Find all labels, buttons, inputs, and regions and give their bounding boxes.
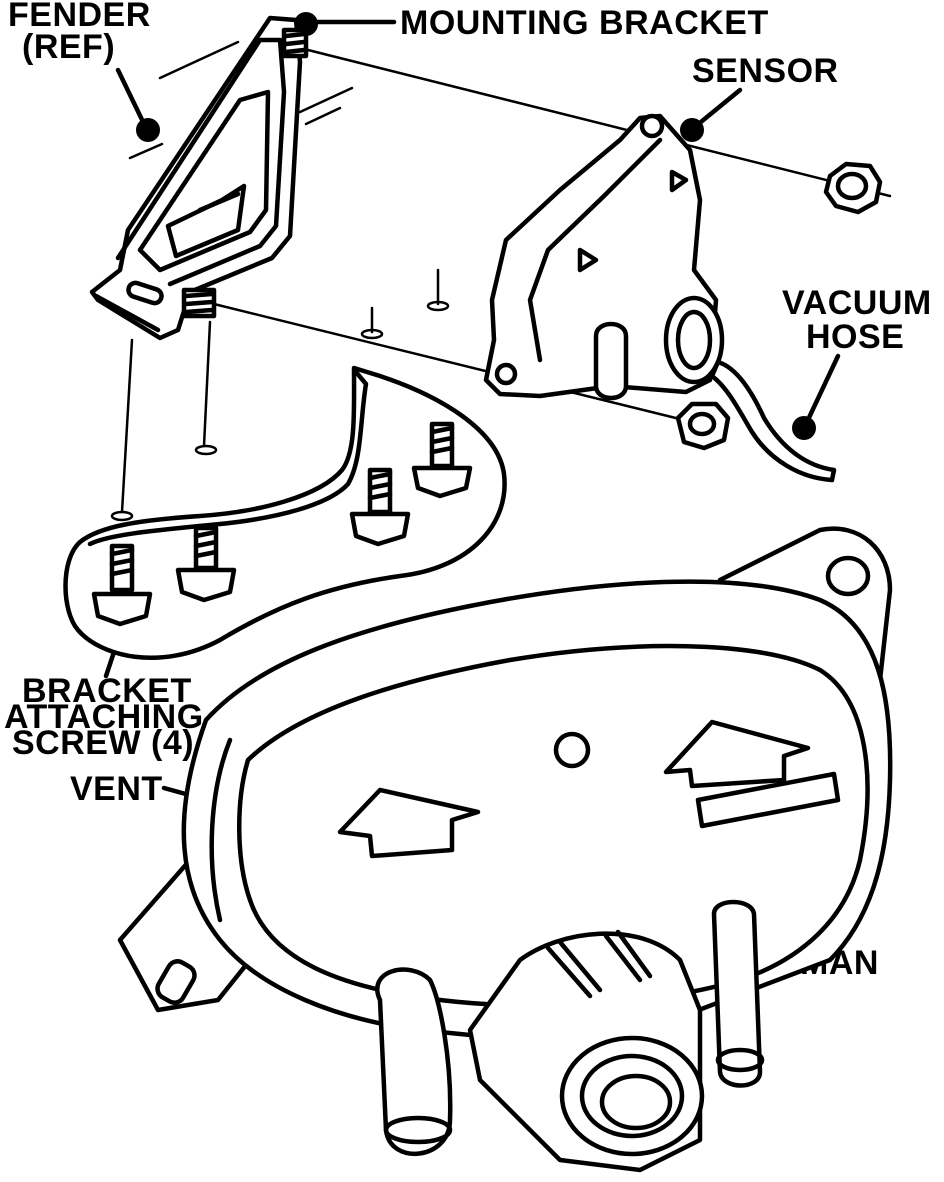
vacuum-hose	[709, 359, 837, 483]
label-vent: VENT	[70, 770, 163, 808]
main-housing	[117, 526, 893, 1173]
label-mounting-bracket: MOUNTING BRACKET	[400, 4, 769, 42]
leader-sensor	[693, 87, 743, 129]
label-sensor: SENSOR	[692, 52, 839, 90]
label-attaching: ATTACHING	[4, 698, 204, 736]
callout-labels: FENDER (REF) MOUNTING BRACKET SENSOR VAC…	[4, 0, 932, 982]
label-vacuum: VACUUM	[782, 284, 932, 322]
leader-fender	[115, 67, 149, 131]
sensor	[483, 113, 725, 401]
leader-vacuum-hose	[803, 353, 841, 427]
label-screw-count: SCREW (4)	[12, 724, 194, 762]
dot-fender	[136, 118, 160, 142]
alignment-lines	[110, 48, 892, 522]
screw-2	[349, 467, 411, 547]
man-slot	[695, 771, 841, 829]
bracket-studs	[181, 27, 309, 319]
label-bracket: BRACKET	[22, 672, 192, 710]
man-arrow	[663, 719, 811, 789]
label-hose: HOSE	[806, 318, 904, 356]
bracket-plate	[63, 365, 507, 661]
screw-4	[91, 543, 153, 627]
fender-reference-lines	[128, 40, 354, 160]
dot-sensor	[680, 118, 704, 142]
screw-1	[411, 421, 473, 499]
label-fender: FENDER	[8, 0, 151, 34]
screw-3	[175, 525, 237, 603]
vent-arrow	[337, 787, 481, 859]
mounting-bracket	[89, 15, 303, 341]
bracket-screws	[91, 421, 473, 627]
dot-vacuum-hose	[792, 416, 816, 440]
sensor-nuts	[675, 161, 883, 451]
label-fender-ref: (REF)	[22, 28, 115, 66]
